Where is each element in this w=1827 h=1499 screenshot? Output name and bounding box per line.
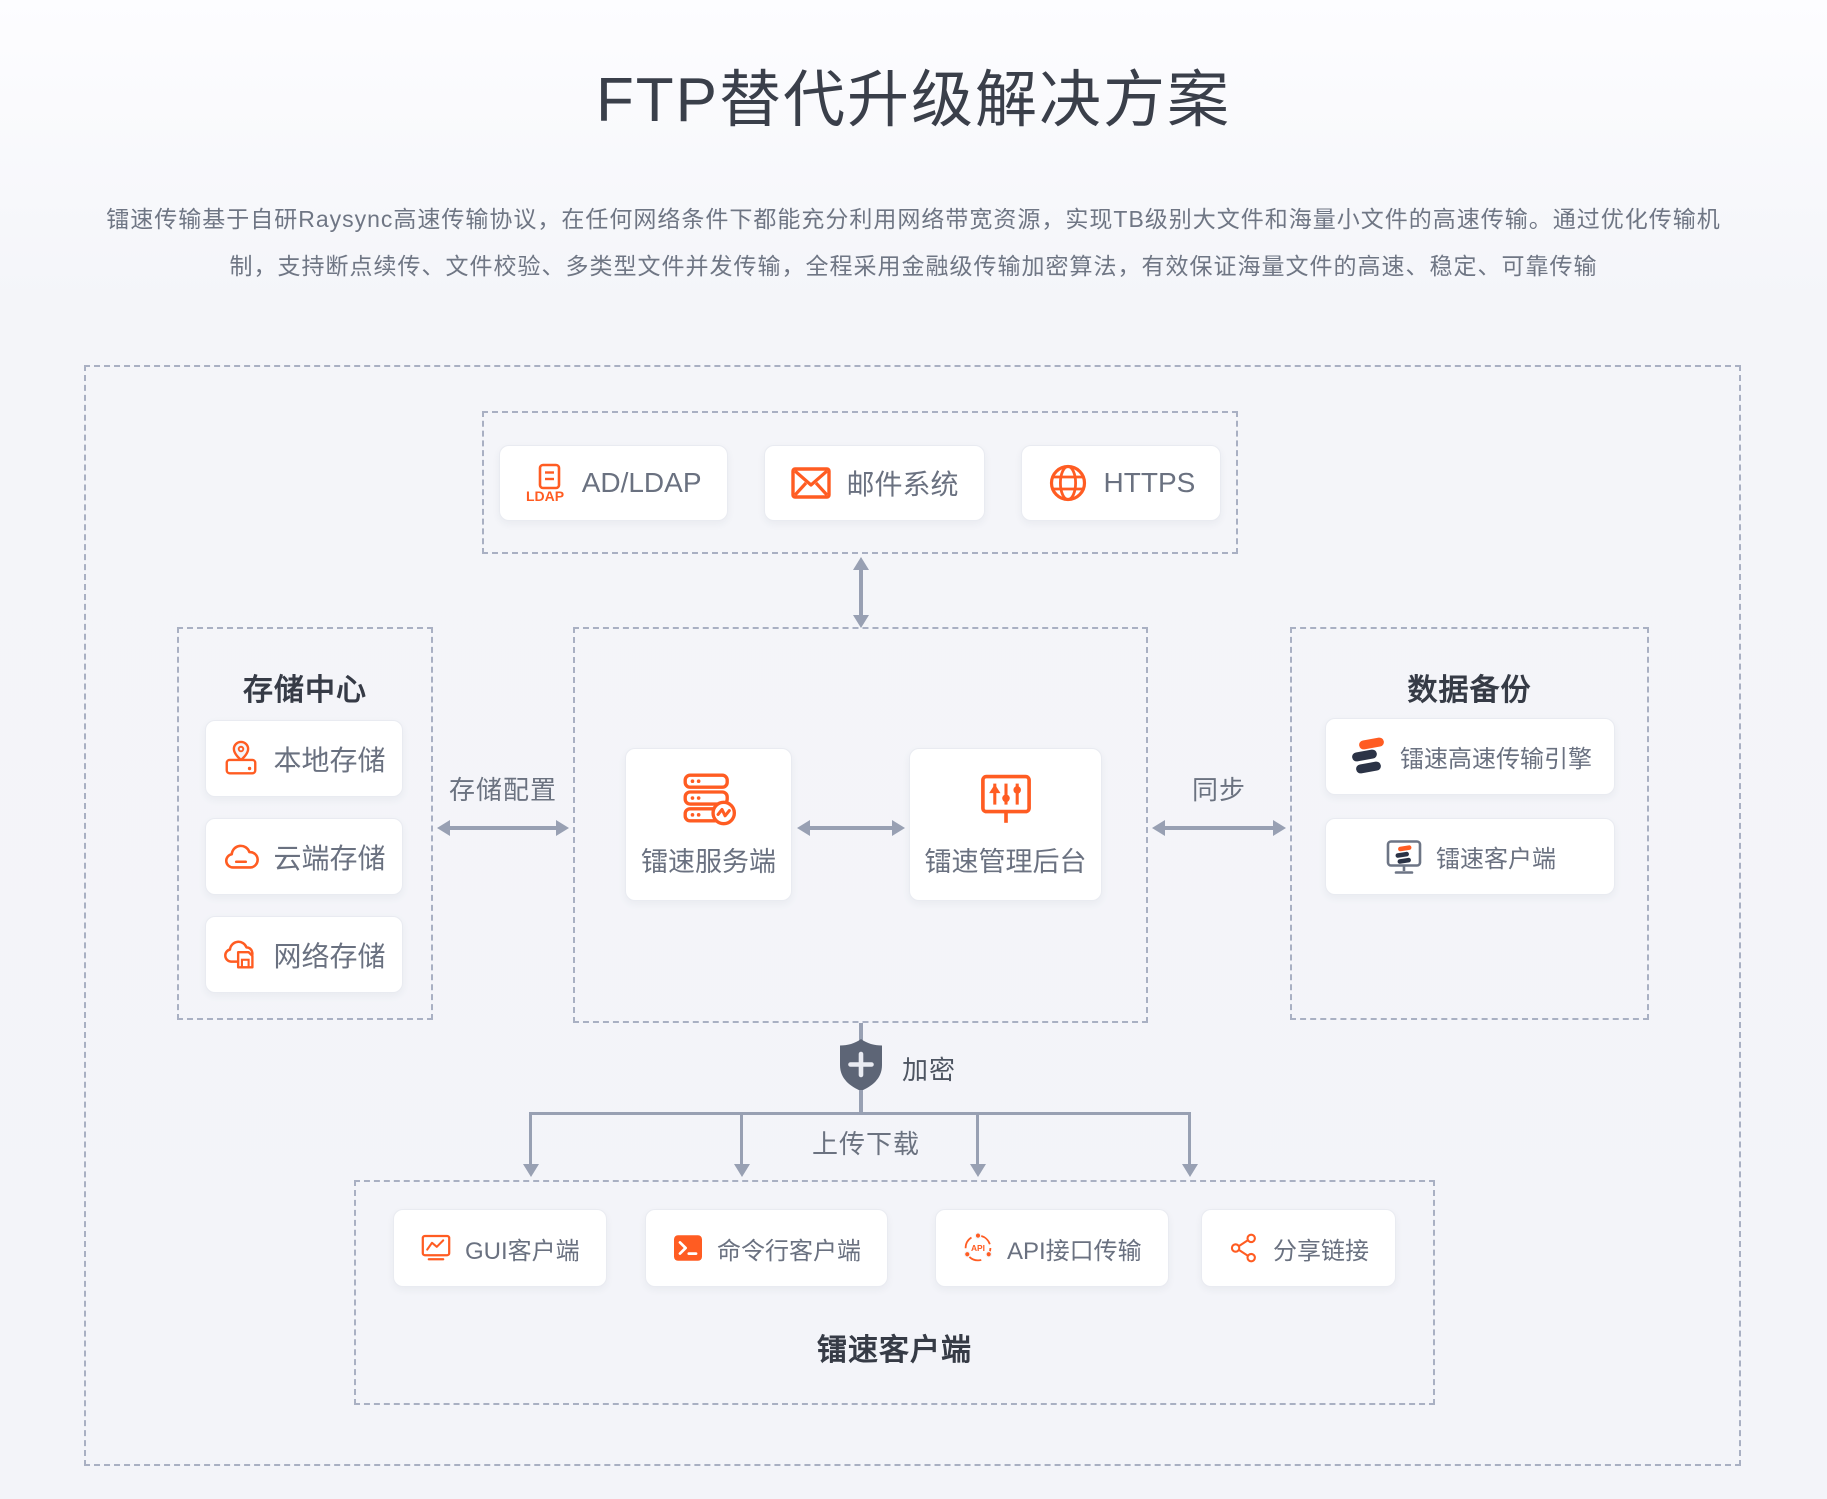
arrow-down-head (523, 1164, 539, 1177)
branch-stem (529, 1112, 532, 1166)
branch-stem (976, 1112, 979, 1166)
network-storage-icon (222, 936, 260, 974)
api-icon: API (962, 1232, 994, 1264)
data-backup-title: 数据备份 (1407, 674, 1532, 707)
card-share-link: 分享链接 (1201, 1209, 1396, 1287)
client-label: GUI客户端 (465, 1237, 580, 1265)
encrypt-stem-line (859, 1023, 863, 1041)
raysync-client-icon (1384, 837, 1424, 877)
arrow-down-head (734, 1164, 750, 1177)
storage-center-title: 存储中心 (243, 674, 367, 707)
arrow-down-head (1182, 1164, 1198, 1177)
page-title: FTP替代升级解决方案 (595, 66, 1232, 135)
storage-label: 网络存储 (273, 940, 386, 972)
branch-stem (740, 1112, 743, 1166)
card-raysync-engine: 镭速高速传输引擎 (1325, 718, 1615, 795)
solution-diagram-container (84, 365, 1741, 1466)
arrow-left-head (1152, 820, 1165, 836)
core-server-label: 镭速服务端 (641, 846, 776, 877)
encrypt-stem-line (859, 1090, 863, 1114)
client-label: API接口传输 (1007, 1237, 1142, 1265)
card-ad-ldap: LDAP AD/LDAP (498, 444, 728, 521)
arrow-horizontal-line (448, 826, 558, 830)
backup-label: 镭速客户端 (1436, 846, 1556, 873)
arrow-horizontal-line (1163, 826, 1275, 830)
upload-download-label: 上传下载 (812, 1129, 921, 1159)
clients-box (354, 1180, 1435, 1405)
shield-icon (838, 1038, 884, 1092)
client-label: 命令行客户端 (717, 1237, 861, 1265)
mail-icon (790, 462, 832, 504)
card-api-transfer: API API接口传输 (935, 1209, 1169, 1287)
svg-text:API: API (971, 1243, 985, 1253)
arrow-down-head (970, 1164, 986, 1177)
clients-title: 镭速客户端 (817, 1334, 972, 1367)
card-network-storage: 网络存储 (205, 916, 403, 993)
service-label: HTTPS (1103, 466, 1196, 498)
service-label: 邮件系统 (846, 468, 959, 500)
card-https: HTTPS (1020, 444, 1222, 521)
local-storage-icon (222, 740, 260, 778)
service-label: AD/LDAP (581, 466, 702, 498)
arrow-right-head (1273, 820, 1286, 836)
globe-icon (1047, 462, 1089, 504)
svg-text:LDAP: LDAP (526, 488, 564, 504)
backup-label: 镭速高速传输引擎 (1400, 746, 1592, 773)
branch-horizontal-line (531, 1112, 1191, 1115)
card-raysync-server: 镭速服务端 (625, 748, 792, 901)
arrow-left-head (437, 820, 450, 836)
arrow-right-head (892, 820, 905, 836)
page-description-line-2: 制，支持断点续传、文件校验、多类型文件并发传输，全程采用金融级传输加密算法，有效… (229, 253, 1598, 279)
card-mail-system: 邮件系统 (763, 444, 985, 521)
share-icon (1228, 1232, 1260, 1264)
cloud-storage-icon (222, 838, 260, 876)
card-raysync-admin: 镭速管理后台 (909, 748, 1102, 901)
branch-stem (1188, 1112, 1191, 1166)
arrow-up-head (853, 557, 869, 570)
arrow-vertical-line (859, 569, 863, 616)
admin-console-icon (978, 771, 1034, 827)
server-icon (681, 771, 737, 827)
card-cli-client: 命令行客户端 (645, 1209, 888, 1287)
sync-label: 同步 (1191, 775, 1246, 805)
encrypt-label: 加密 (902, 1055, 957, 1085)
ldap-icon: LDAP (525, 462, 567, 504)
arrow-left-head (797, 820, 810, 836)
card-raysync-client-backup: 镭速客户端 (1325, 818, 1615, 895)
client-label: 分享链接 (1273, 1237, 1369, 1265)
arrow-down-head (853, 615, 869, 628)
core-admin-label: 镭速管理后台 (924, 846, 1087, 877)
raysync-engine-icon (1348, 737, 1388, 777)
data-backup-box: 数据备份 镭速高速传输引擎 (1290, 627, 1649, 1020)
core-box (573, 627, 1148, 1023)
cli-client-icon (672, 1232, 704, 1264)
card-gui-client: GUI客户端 (393, 1209, 607, 1287)
gui-client-icon (420, 1232, 452, 1264)
card-cloud-storage: 云端存储 (205, 818, 403, 895)
arrow-horizontal-line (808, 826, 894, 830)
card-local-storage: 本地存储 (205, 720, 403, 797)
storage-label: 云端存储 (273, 842, 386, 874)
page-description-line-1: 镭速传输基于自研Raysync高速传输协议，在任何网络条件下都能充分利用网络带宽… (106, 206, 1721, 232)
arrow-right-head (556, 820, 569, 836)
storage-label: 本地存储 (273, 744, 386, 776)
external-services-box: LDAP AD/LDAP 邮件系统 (482, 411, 1238, 554)
storage-center-box: 存储中心 本地存储 云端存储 (177, 627, 433, 1020)
storage-config-label: 存储配置 (448, 775, 557, 805)
